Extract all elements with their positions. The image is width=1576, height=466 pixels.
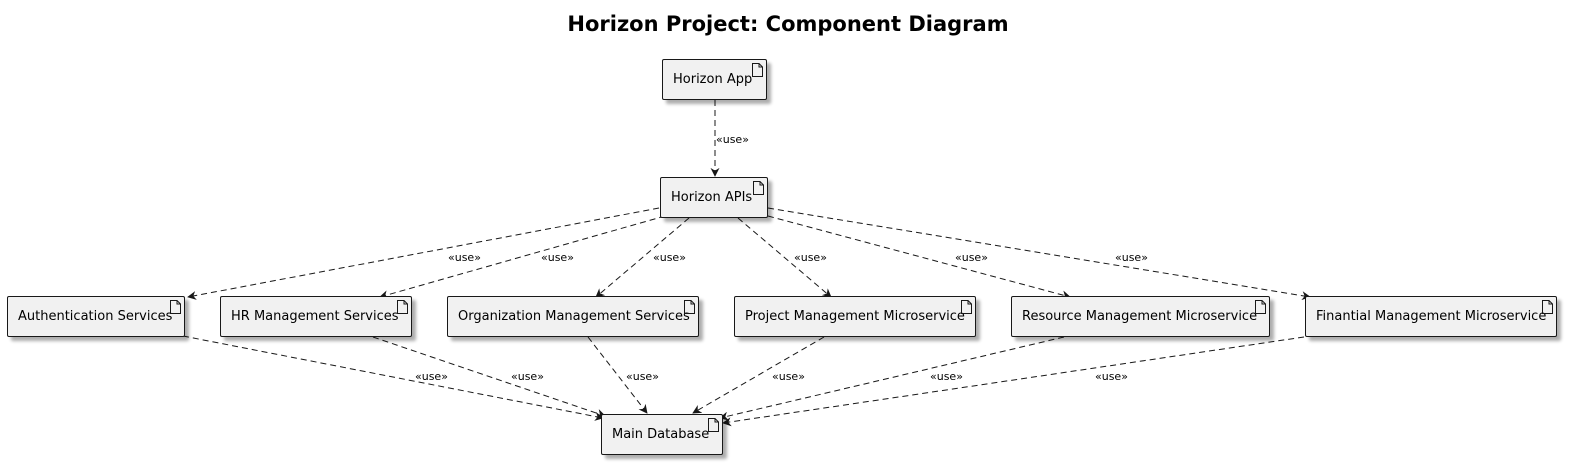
document-icon <box>1542 300 1553 314</box>
node-label: Authentication Services <box>18 309 173 324</box>
node-finantial-management-microservice[interactable]: Finantial Management Microservice <box>1305 296 1557 337</box>
edge-label: «use» <box>772 370 805 383</box>
node-horizon-app[interactable]: Horizon App <box>662 59 767 100</box>
node-organization-management-services[interactable]: Organization Management Services <box>447 296 699 337</box>
edge-apis-to-res <box>767 215 1071 300</box>
edge-label: «use» <box>448 251 481 264</box>
node-label: Organization Management Services <box>458 309 690 324</box>
node-resource-management-microservice[interactable]: Resource Management Microservice <box>1011 296 1270 337</box>
node-main-database[interactable]: Main Database <box>601 414 723 455</box>
edge-apis-to-fin <box>767 207 1311 301</box>
edge-label: «use» <box>415 370 448 383</box>
edge-res-to-db <box>719 336 1065 421</box>
edge-label: «use» <box>1095 370 1128 383</box>
node-hr-management-services[interactable]: HR Management Services <box>220 296 412 337</box>
edge-proj-to-db <box>692 336 825 414</box>
diagram-title: Horizon Project: Component Diagram <box>567 12 1009 36</box>
node-authentication-services[interactable]: Authentication Services <box>7 296 185 337</box>
node-label: Horizon APIs <box>671 190 753 205</box>
document-icon <box>684 300 695 314</box>
edge-apis-to-org <box>595 217 690 298</box>
edge-label: «use» <box>716 133 749 146</box>
node-project-management-microservice[interactable]: Project Management Microservice <box>734 296 976 337</box>
document-icon <box>170 300 181 314</box>
edge-label: «use» <box>794 251 827 264</box>
edge-label: «use» <box>930 370 963 383</box>
edge-hr-to-db <box>372 336 606 418</box>
document-icon <box>1255 300 1266 314</box>
node-label: Resource Management Microservice <box>1022 309 1258 324</box>
node-label: Project Management Microservice <box>745 309 965 324</box>
document-icon <box>961 300 972 314</box>
edge-auth-to-db <box>182 335 604 421</box>
edge-label: «use» <box>511 370 544 383</box>
node-label: Finantial Management Microservice <box>1316 309 1547 324</box>
edge-label: «use» <box>626 370 659 383</box>
node-label: HR Management Services <box>231 309 399 324</box>
document-icon <box>397 300 408 314</box>
node-horizon-apis[interactable]: Horizon APIs <box>660 177 768 218</box>
edge-label: «use» <box>1115 251 1148 264</box>
document-icon <box>708 418 719 432</box>
edge-label: «use» <box>653 251 686 264</box>
edge-apis-to-auth <box>187 207 660 300</box>
document-icon <box>753 181 764 195</box>
node-label: Horizon App <box>673 72 753 87</box>
edge-fin-to-db <box>722 336 1305 427</box>
document-icon <box>752 63 763 77</box>
edge-org-to-db <box>587 336 648 414</box>
edge-label: «use» <box>541 251 574 264</box>
node-label: Main Database <box>612 427 710 442</box>
edge-apis-to-hr <box>379 215 666 300</box>
edge-apis-to-proj <box>737 217 832 298</box>
edge-label: «use» <box>955 251 988 264</box>
